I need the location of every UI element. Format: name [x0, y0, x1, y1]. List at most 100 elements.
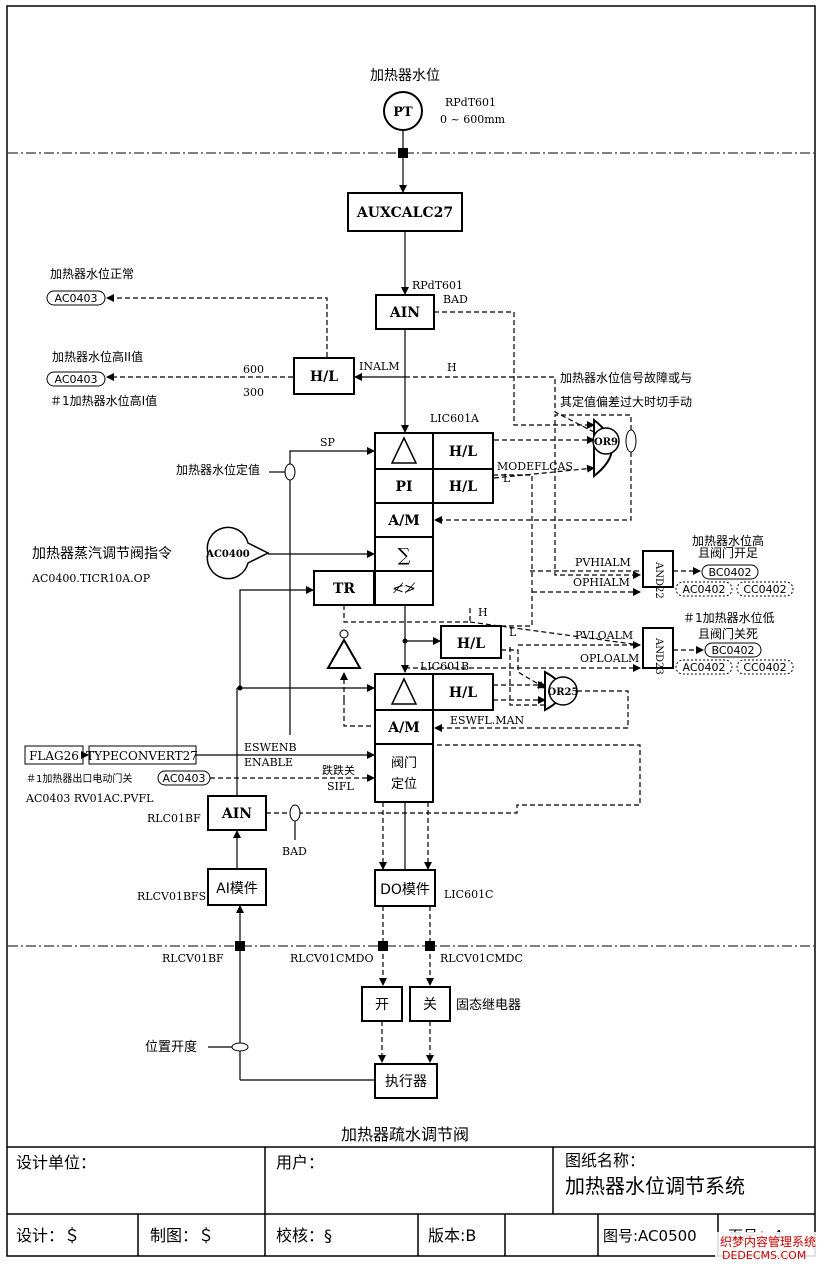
h-label: H — [447, 361, 457, 374]
or25-label: OR25 — [548, 687, 579, 698]
label-position: 位置开度 — [145, 1039, 197, 1055]
junction-do2 — [425, 941, 435, 951]
close-block — [409, 986, 451, 1022]
sensor-title: 加热器水位 — [370, 68, 440, 84]
watermark-line2: DEDECMS.COM — [722, 1249, 806, 1262]
ain-top-tag: RPdT601 — [412, 279, 463, 292]
do-module-label: DO模件 — [380, 882, 430, 898]
label-lo-close2: 且阀门关死 — [698, 626, 758, 641]
label-rlcv01bf: RLCV01BF — [162, 952, 224, 965]
modeflcas-label: MODEFLCAS — [497, 460, 573, 473]
limit-label: ≮≯ — [392, 581, 415, 597]
relay-label: 固态继电器 — [456, 998, 521, 1013]
label-lo-close: ＃1加热器水位低 — [683, 610, 775, 625]
ai-module-tag: RLCV01BFS — [137, 890, 206, 903]
ac0400-text: AC0400 — [205, 549, 250, 560]
enable-label: ENABLE — [244, 756, 293, 769]
wire — [434, 311, 595, 429]
bottom-title: 加热器疏水调节阀 — [341, 1125, 469, 1144]
label-level-normal: 加热器水位正常 — [50, 266, 134, 281]
label-setpoint: 加热器水位定值 — [176, 462, 260, 477]
watermark-bg — [715, 1232, 823, 1262]
valve-pos-block — [374, 743, 434, 803]
sifl-cn: 跌跌关 — [322, 763, 355, 777]
ophialm-label: OPHIALM — [573, 576, 630, 589]
label-cmdc: RLCV01CMDC — [440, 952, 523, 965]
inverter-bubble — [339, 629, 349, 639]
b-am-block — [374, 709, 434, 745]
tr-label: TR — [333, 581, 355, 597]
hl-mid-block — [440, 625, 502, 659]
close-label: 关 — [423, 997, 437, 1013]
junction-ai — [235, 941, 245, 951]
tb-check: 校核：§ — [276, 1226, 332, 1245]
ac0400-tag — [206, 526, 270, 580]
b-triangle-icon — [390, 677, 418, 705]
sifl-label: SIFL — [327, 780, 355, 793]
wire — [493, 464, 595, 479]
typeconv-label: TYPECONVERT27 — [86, 749, 198, 763]
ref-bc0402-b — [704, 642, 762, 658]
pvhialm-label: PVHIALM — [575, 556, 631, 569]
label-steam-cmd: 加热器蒸汽调节阀指令 — [32, 546, 172, 562]
label-fault: 加热器水位信号故障或与 — [560, 370, 692, 385]
hl-left-label: H/L — [310, 369, 338, 385]
sensor-tag: RPdT601 — [445, 96, 496, 109]
ref-cc0402-a — [736, 581, 794, 597]
limit-block — [374, 570, 434, 606]
lic601b-tag: LIC601B — [420, 660, 469, 673]
wire — [509, 646, 545, 706]
label-hi-close2: 且阀门开足 — [698, 545, 758, 560]
label-cmdo: RLCV01CMDO — [290, 952, 373, 965]
and22-label: AND22 — [653, 561, 664, 599]
do-module-tag: LIC601C — [444, 888, 493, 901]
hl-mid-h: H — [478, 606, 488, 619]
auxcalc-block — [347, 192, 463, 232]
ref-ac0402-b-text: AC0402 — [682, 661, 725, 674]
wire — [469, 621, 641, 646]
bad-bottom-label: BAD — [282, 845, 307, 858]
hl-mid-label: H/L — [457, 636, 485, 652]
ref-ac0403-c-text: AC0403 — [162, 772, 205, 785]
sensor-symbol: PT — [393, 105, 413, 120]
label-level-high2: 加热器水位高II值 — [52, 349, 143, 364]
hl-left-hi: 600 — [243, 363, 264, 376]
hl-left-lo: 300 — [243, 386, 264, 399]
label-outlet-motor: ＃1加热器出口电动门关 — [26, 772, 132, 785]
ref-cc0402-b-text: CC0402 — [743, 661, 786, 674]
ref-ac0403-b — [46, 371, 106, 387]
oploalm-label: OPLOALM — [580, 652, 639, 665]
inverter-triangle — [326, 637, 362, 669]
tb-design-unit: 设计单位： — [16, 1153, 96, 1172]
ai-module-label: AI模件 — [216, 881, 258, 897]
triangle-icon — [390, 436, 418, 464]
b-am-label: A/M — [387, 720, 419, 736]
wire — [434, 690, 629, 732]
valve-pos-label2: 定位 — [391, 777, 417, 792]
setpoint-tap — [284, 463, 296, 481]
label-hi-close: 加热器水位高 — [692, 533, 764, 548]
hl-left-block — [293, 357, 355, 395]
junction-top — [398, 148, 408, 158]
ref-bc0402-b-text: BC0402 — [711, 644, 754, 657]
ref-ac0403-a-text: AC0403 — [54, 292, 97, 305]
b-hl-label: H/L — [449, 685, 477, 701]
ref-ac0402-a — [675, 581, 733, 597]
triangle-hl-label: H/L — [449, 444, 477, 460]
flag-label: FLAG26 — [29, 749, 79, 763]
tb-drawing-name-label: 图纸名称： — [565, 1151, 645, 1170]
bad-tap — [289, 804, 301, 822]
wire — [554, 414, 641, 579]
valve-pos-label: 阀门 — [391, 756, 417, 771]
tb-version: 版本:B — [428, 1226, 476, 1245]
or9-label: OR9 — [594, 437, 618, 448]
wire — [501, 649, 546, 689]
ain-top-bad: BAD — [443, 293, 468, 306]
position-tap — [231, 1042, 249, 1052]
label-rv-tag: AC0403 RV01AC.PVFL — [25, 792, 154, 805]
auxcalc-label: AUXCALC27 — [356, 205, 453, 221]
watermark-line1: 织梦内容管理系统 — [720, 1234, 816, 1249]
pi-hl-block — [432, 468, 494, 504]
tr-block — [313, 570, 375, 606]
label-steam-tag: AC0400.TICR10A.OP — [31, 572, 151, 585]
